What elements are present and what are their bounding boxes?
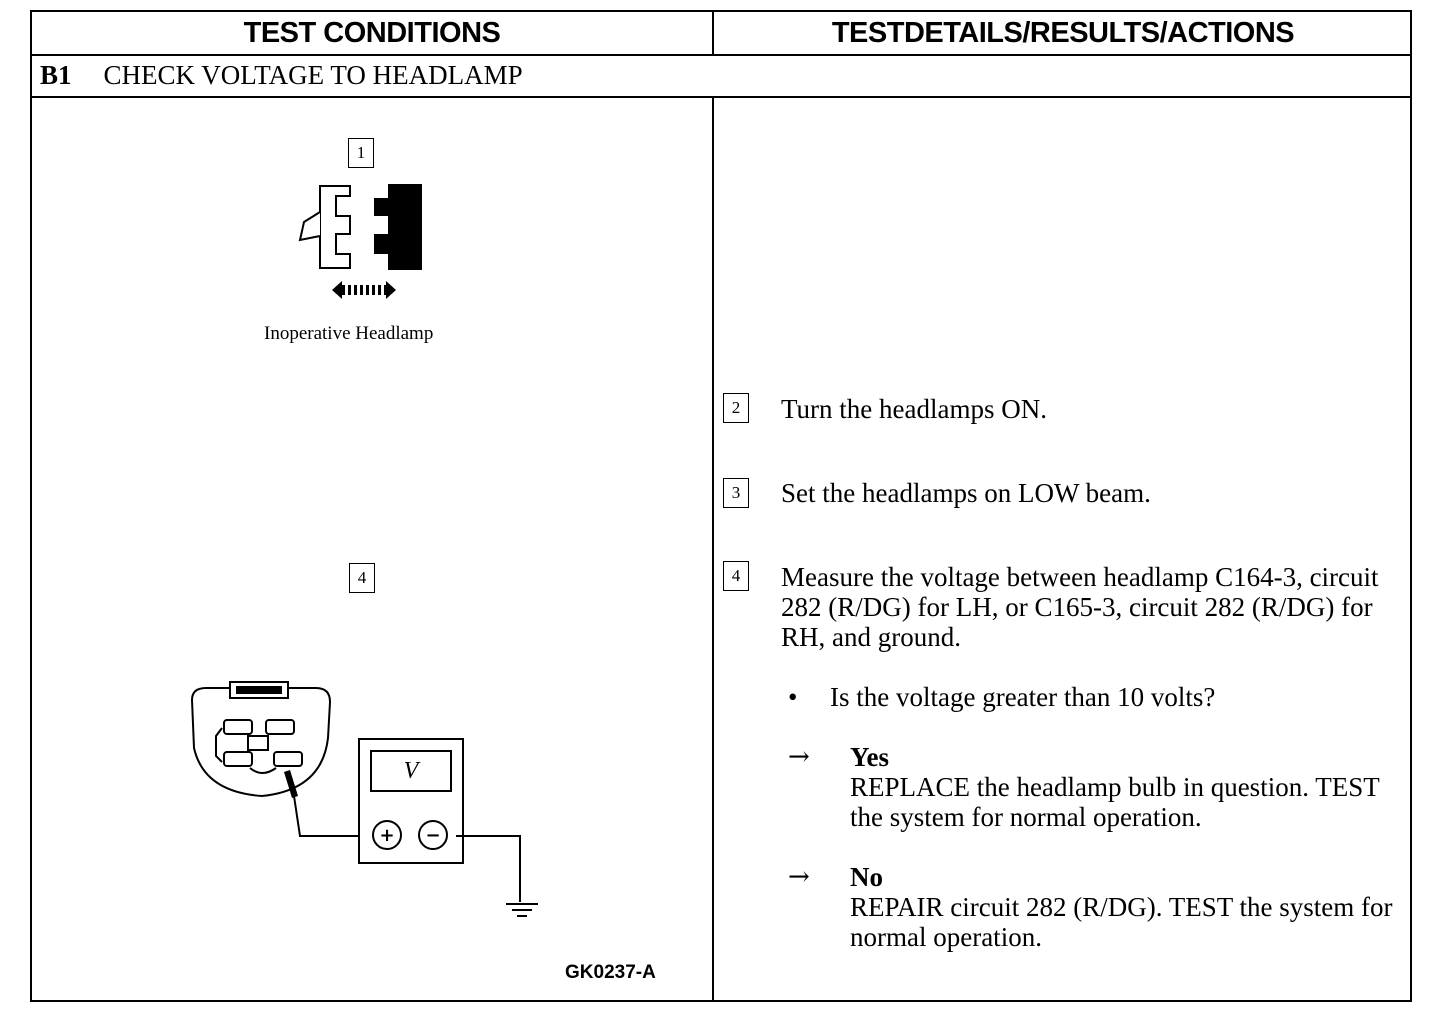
column-divider xyxy=(712,96,714,1002)
headlamp-connector-icon xyxy=(190,681,332,798)
step-1-box: 1 xyxy=(348,138,374,168)
step-4-box: 4 xyxy=(723,561,749,591)
plus-terminal-icon: + xyxy=(372,820,402,850)
section-code: B1 xyxy=(40,60,72,90)
result-no-action: REPAIR circuit 282 (R/DG). TEST the syst… xyxy=(850,892,1393,952)
result-yes-action: REPLACE the headlamp bulb in question. T… xyxy=(850,772,1380,832)
probe-lead-icon xyxy=(284,770,521,902)
figure-code: GK0237-A xyxy=(565,962,656,983)
step-3-text: Set the headlamps on LOW beam. xyxy=(781,478,1151,508)
question-bullet: • xyxy=(788,682,798,712)
voltmeter: V + − xyxy=(358,738,464,864)
result-no-label: No xyxy=(850,862,883,892)
question-text: Is the voltage greater than 10 volts? xyxy=(830,682,1216,712)
step-2-box: 2 xyxy=(723,393,749,423)
result-yes-label: Yes xyxy=(850,742,889,772)
header-column-divider xyxy=(712,12,714,54)
plus-symbol: + xyxy=(379,824,395,846)
voltmeter-label: V xyxy=(403,757,419,784)
yes-arrow-icon: → xyxy=(788,742,810,772)
header-test-conditions: TEST CONDITIONS xyxy=(243,16,501,49)
step-2-text: Turn the headlamps ON. xyxy=(781,394,1047,424)
no-arrow-icon: → xyxy=(788,862,810,892)
step-4-text: Measure the voltage between headlamp C16… xyxy=(781,562,1379,652)
header-divider xyxy=(32,54,1410,56)
disconnect-connector-icon xyxy=(298,184,422,299)
section-divider xyxy=(32,96,1410,98)
result-yes: Yes REPLACE the headlamp bulb in questio… xyxy=(850,742,1410,832)
header-test-details: TESTDETAILS/RESULTS/ACTIONS xyxy=(831,16,1295,49)
ground-icon xyxy=(506,903,538,917)
voltmeter-display: V xyxy=(370,750,452,792)
section-heading: B1 CHECK VOLTAGE TO HEADLAMP xyxy=(40,60,523,91)
section-title: CHECK VOLTAGE TO HEADLAMP xyxy=(103,60,523,90)
connector-caption: Inoperative Headlamp xyxy=(264,323,434,344)
result-no: No REPAIR circuit 282 (R/DG). TEST the s… xyxy=(850,862,1410,952)
minus-symbol: − xyxy=(425,824,441,846)
step-3-box: 3 xyxy=(723,478,749,508)
step-4-box-left: 4 xyxy=(349,563,375,593)
minus-terminal-icon: − xyxy=(418,820,448,850)
diagnostic-table: TEST CONDITIONS TESTDETAILS/RESULTS/ACTI… xyxy=(30,10,1412,1002)
